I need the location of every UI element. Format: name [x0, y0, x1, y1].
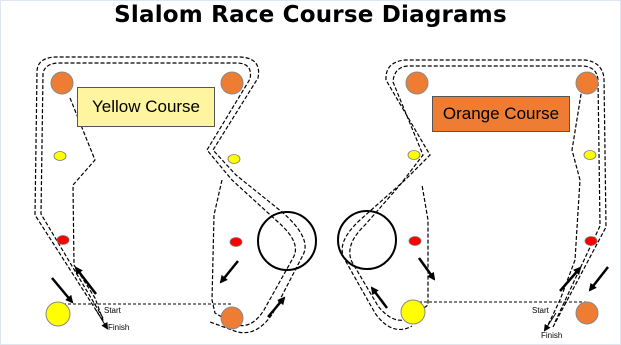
- yellow-course: Start Finish: [34, 56, 317, 334]
- orange-buoy-orange-bottom-right: [575, 301, 599, 325]
- yellow-buoy-orange-top-left: [50, 71, 74, 95]
- yellow-arrow-up-left: [74, 266, 97, 295]
- page-title: Slalom Race Course Diagrams: [114, 2, 507, 28]
- orange-course: Start Finish: [337, 59, 609, 340]
- yellow-buoy-yellow-left: [53, 151, 67, 161]
- orange-buoy-yellow-left: [407, 150, 421, 160]
- yellow-buoy-yellow-right: [227, 154, 241, 164]
- yellow-buoy-red-right: [229, 237, 243, 247]
- orange-buoy-red-right: [584, 236, 598, 246]
- orange-arrow-up-right: [559, 266, 582, 292]
- orange-arrow-down-left: [417, 257, 436, 281]
- orange-buoy-yellow-right: [583, 150, 597, 160]
- orange-buoy-orange-top-left: [405, 71, 429, 95]
- yellow-buoy-orange-top-right: [220, 71, 244, 95]
- orange-course-inner-path: [349, 65, 601, 323]
- yellow-buoy-yellow-start: [45, 301, 71, 327]
- yellow-buoy-orange-bottom-right: [220, 306, 244, 330]
- orange-finish-label: Finish: [541, 331, 562, 340]
- orange-arrow-up-left: [370, 286, 388, 309]
- yellow-start-label: Start: [104, 306, 122, 315]
- yellow-buoy-red-left: [56, 235, 70, 245]
- yellow-arrow-down-right: [219, 260, 239, 284]
- orange-course-label: Orange Course: [432, 96, 570, 132]
- orange-course-outer-path: [341, 59, 607, 330]
- yellow-course-inner-path: [40, 62, 297, 327]
- orange-buoy-red-left: [408, 236, 422, 246]
- orange-finish-arrow: [543, 312, 557, 332]
- yellow-turn-circle: [257, 211, 317, 271]
- orange-arrow-down-right: [588, 266, 609, 292]
- orange-turn-circle: [337, 210, 397, 270]
- yellow-arrow-up-right: [267, 296, 286, 318]
- yellow-finish-label: Finish: [108, 323, 129, 332]
- yellow-arrow-down-left: [51, 277, 74, 304]
- orange-buoy-orange-top-right: [575, 71, 599, 95]
- yellow-course-cross-path: [69, 97, 104, 321]
- orange-course-cross-path: [547, 81, 584, 326]
- orange-buoy-yellow-start: [400, 299, 426, 325]
- yellow-course-label: Yellow Course: [77, 87, 215, 127]
- orange-start-label: Start: [532, 306, 550, 315]
- yellow-course-outer-path: [34, 56, 306, 334]
- yellow-finish-arrow: [95, 309, 109, 330]
